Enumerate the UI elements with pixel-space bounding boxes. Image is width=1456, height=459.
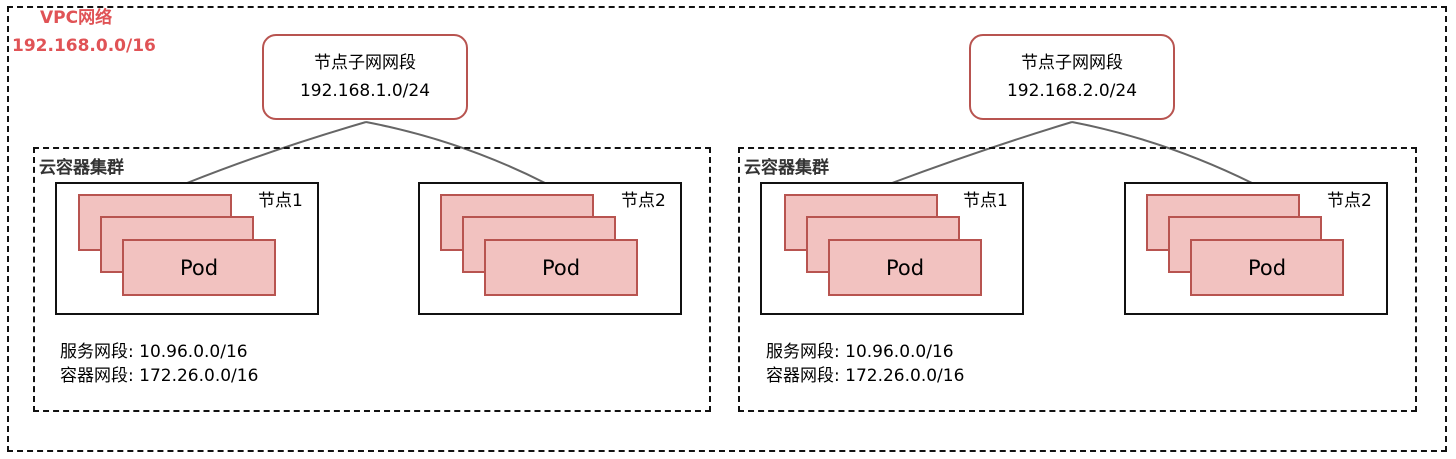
cluster-network-ranges: 服务网段: 10.96.0.0/16 容器网段: 172.26.0.0/16 xyxy=(60,340,258,388)
vpc-label: VPC网络 192.168.0.0/16 xyxy=(12,8,156,56)
node-label: 节点1 xyxy=(963,191,1008,211)
connector-line xyxy=(891,121,1073,184)
subnet-title: 节点子网网段 xyxy=(1021,53,1123,73)
cluster-network-ranges: 服务网段: 10.96.0.0/16 容器网段: 172.26.0.0/16 xyxy=(766,340,964,388)
cloud-container-cluster xyxy=(33,147,711,412)
service-range: 服务网段: 10.96.0.0/16 xyxy=(60,342,248,362)
connector-line xyxy=(1071,121,1253,184)
node-subnet-box: 节点子网网段 192.168.1.0/24 xyxy=(262,34,468,120)
pod-card: Pod xyxy=(484,239,638,296)
subnet-title: 节点子网网段 xyxy=(314,53,416,73)
vpc-network-boundary xyxy=(7,6,1447,452)
pod-card: Pod xyxy=(1190,239,1344,296)
vpc-cidr: 192.168.0.0/16 xyxy=(12,36,156,56)
connector-line xyxy=(186,121,367,184)
pod-label: Pod xyxy=(179,255,219,280)
connector-line xyxy=(365,121,546,184)
pod-card: Pod xyxy=(122,239,276,296)
cluster-label: 云容器集群 xyxy=(39,158,124,178)
subnet-cidr: 192.168.1.0/24 xyxy=(299,81,431,101)
pod-label: Pod xyxy=(541,255,581,280)
container-range: 容器网段: 172.26.0.0/16 xyxy=(60,366,259,386)
pod-card: Pod xyxy=(828,239,982,296)
node-label: 节点2 xyxy=(1327,191,1372,211)
service-range: 服务网段: 10.96.0.0/16 xyxy=(766,342,954,362)
container-range: 容器网段: 172.26.0.0/16 xyxy=(766,366,965,386)
vpc-name: VPC网络 xyxy=(40,8,113,28)
pod-label: Pod xyxy=(885,255,925,280)
node-label: 节点1 xyxy=(258,191,303,211)
subnet-cidr: 192.168.2.0/24 xyxy=(1006,81,1138,101)
cloud-container-cluster xyxy=(738,147,1417,412)
pod-label: Pod xyxy=(1247,255,1287,280)
node-subnet-box: 节点子网网段 192.168.2.0/24 xyxy=(969,34,1175,120)
node-label: 节点2 xyxy=(621,191,666,211)
cluster-label: 云容器集群 xyxy=(744,158,829,178)
